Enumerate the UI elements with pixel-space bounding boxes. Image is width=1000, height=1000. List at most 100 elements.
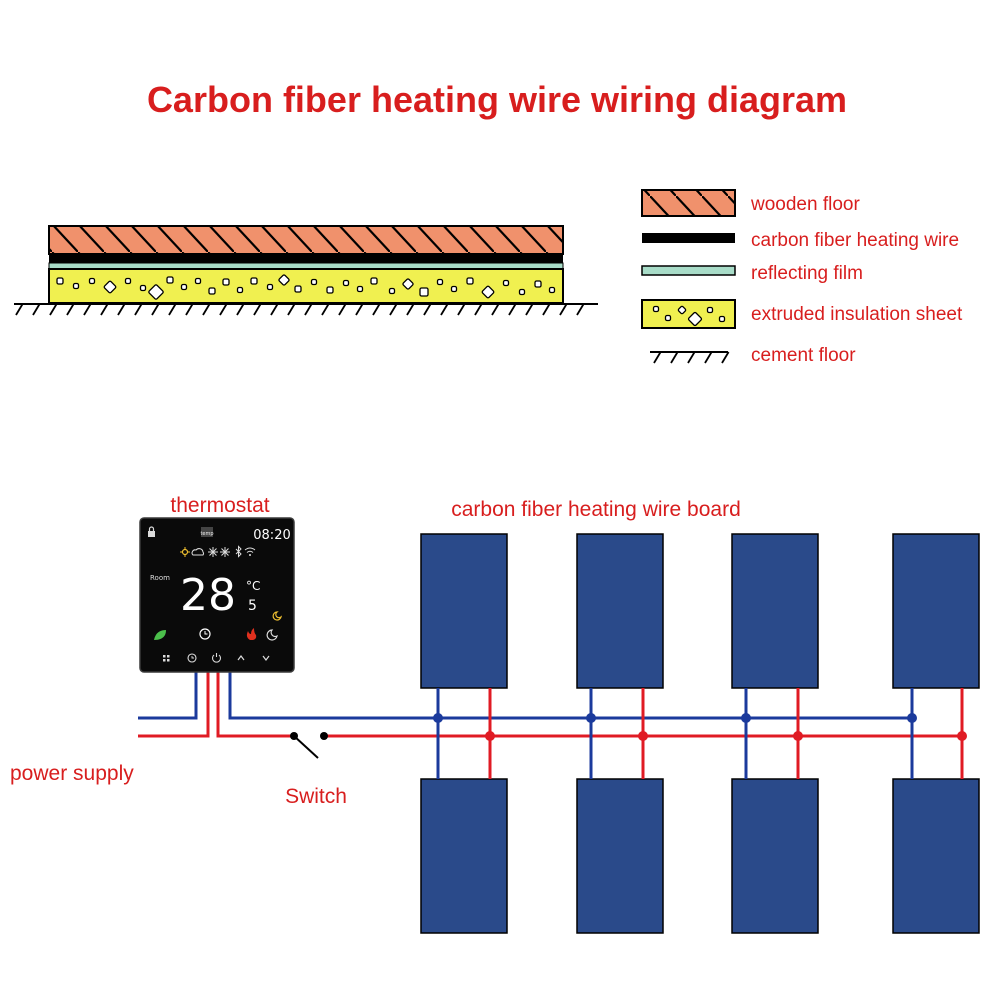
legend-label-wire: carbon fiber heating wire [751, 230, 959, 251]
temperature-unit: °C [246, 579, 260, 593]
hatch-tick [576, 303, 585, 316]
hatch-tick [168, 303, 177, 316]
hatch-tick [236, 303, 245, 316]
leaf-icon [154, 630, 166, 640]
insulation-particle [706, 306, 714, 314]
heating-panel [892, 778, 980, 934]
insulation-particle [718, 315, 726, 323]
hatch-tick [321, 303, 330, 316]
moon-icon [272, 611, 283, 621]
hatch-tick [32, 303, 41, 316]
wifi-icon [244, 547, 256, 556]
insulation-particle [677, 305, 687, 315]
legend-swatch-wire [642, 233, 735, 243]
hatch-tick [219, 303, 228, 316]
insulation-particle [342, 279, 350, 287]
hatch-tick [423, 303, 432, 316]
insulation-particle [534, 280, 542, 288]
legend-insulation-particles [652, 305, 726, 327]
hatch-tick [704, 351, 713, 364]
blue-wire [138, 672, 198, 720]
power-supply-label: power supply [10, 762, 134, 785]
hatch-tick [389, 303, 398, 316]
hatch-tick [372, 303, 381, 316]
heating-panel [576, 778, 664, 934]
legend-label-wooden: wooden floor [750, 194, 860, 215]
legend: wooden floor carbon fiber heating wire r… [641, 189, 963, 366]
insulation-particle [208, 287, 216, 295]
insulation-particle [148, 284, 164, 300]
insulation-particle [124, 277, 132, 285]
heating-wire-layer [49, 254, 563, 263]
cement-floor-hatch [15, 303, 585, 316]
hatch-tick [202, 303, 211, 316]
hatch-tick [338, 303, 347, 316]
red-wire [216, 672, 292, 738]
legend-swatch-wooden [641, 189, 736, 217]
legend-swatch-insulation [641, 299, 736, 329]
bluetooth-icon [235, 545, 242, 558]
temp-badge-text: temp [200, 531, 213, 537]
hatch-tick [134, 303, 143, 316]
insulation-particle [450, 285, 458, 293]
insulation-particle [481, 285, 495, 299]
insulation-particle [436, 278, 444, 286]
flame-icon [246, 628, 257, 640]
hatch-tick [253, 303, 262, 316]
hatch-tick [491, 303, 500, 316]
hatch-tick [508, 303, 517, 316]
insulation-particle [278, 274, 290, 286]
insulation-particle [548, 286, 556, 294]
hatch-tick [66, 303, 75, 316]
insulation-particle [56, 277, 64, 285]
insulation-particle [166, 276, 174, 284]
hatch-tick [15, 303, 24, 316]
chevron-up-icon [237, 655, 245, 661]
heating-panel [420, 533, 508, 689]
temp-badge [201, 527, 213, 537]
thermostat-device: temp 08:20 Room 28 °C 5 [139, 517, 295, 673]
chevron-down-icon [262, 655, 270, 661]
wooden-floor-layer [48, 225, 564, 255]
insulation-particle [250, 277, 258, 285]
hatch-tick [525, 303, 534, 316]
legend-label-insulation: extruded insulation sheet [751, 304, 963, 325]
insulation-particle [139, 284, 147, 292]
hatch-tick [83, 303, 92, 316]
legend-label-film: reflecting film [751, 263, 863, 284]
blue-wire [228, 672, 912, 720]
heating-panel [576, 533, 664, 689]
insulation-layer [48, 268, 564, 304]
hatch-tick [355, 303, 364, 316]
room-label: Room [150, 574, 170, 582]
insulation-particle [652, 305, 660, 313]
sun-icon [180, 547, 190, 557]
hatch-tick [287, 303, 296, 316]
insulation-particle [88, 277, 96, 285]
hatch-tick [474, 303, 483, 316]
hatch-tick [559, 303, 568, 316]
grid-icon [163, 655, 170, 662]
switch [290, 732, 328, 759]
insulation-particle [266, 283, 274, 291]
hatch-tick [151, 303, 160, 316]
insulation-particle [222, 278, 230, 286]
wiring [138, 672, 967, 779]
insulation-particle [294, 285, 302, 293]
moon-icon [266, 629, 278, 641]
snowflake-icon [220, 547, 230, 557]
insulation-particle [466, 277, 474, 285]
insulation-particle [326, 286, 334, 294]
heating-panel [731, 778, 819, 934]
hatch-tick [457, 303, 466, 316]
hatch-tick [687, 351, 696, 364]
insulation-particle [103, 280, 117, 294]
heating-panel [420, 778, 508, 934]
hatch-tick [721, 351, 730, 364]
hatch-tick [270, 303, 279, 316]
insulation-particle [388, 287, 396, 295]
red-wire [138, 672, 210, 738]
insulation-particle [402, 278, 414, 290]
hatch-tick [117, 303, 126, 316]
